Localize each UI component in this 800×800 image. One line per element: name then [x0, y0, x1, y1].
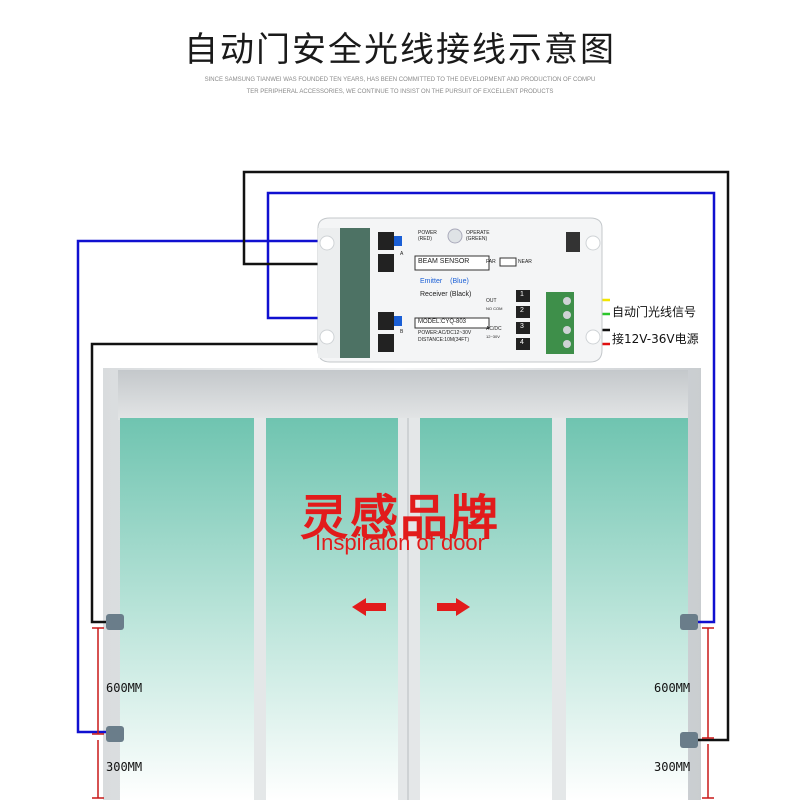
power-led-label: POWER (RED) — [418, 230, 437, 242]
sliding-door — [103, 368, 701, 800]
left-arrow-icon — [352, 598, 386, 616]
operate-color: (GREEN) — [466, 236, 488, 242]
glass-panel-1 — [120, 418, 254, 800]
beam-sensor-controller — [317, 217, 603, 363]
model-label: MODEL:CYQ-803 — [418, 319, 467, 325]
page-title: 自动门安全光线接线示意图 — [184, 30, 616, 70]
brand-chinese: 灵感品牌 — [299, 490, 500, 546]
subtitle-line-2: TER PERIPHERAL ACCESSORIES, WE CONTINUE … — [246, 89, 554, 95]
far-label: FAR — [486, 259, 496, 265]
power-spec: POWER:AC/DC12~30V — [418, 330, 472, 336]
signal-wire-label: 自动门光线信号 — [612, 305, 697, 319]
glass-panel-4 — [566, 418, 688, 800]
marker-b: B — [400, 329, 404, 335]
operate-label: OPERATE — [466, 230, 490, 236]
distance-spec: DISTANCE:10M(34FT) — [418, 337, 470, 343]
terminal-2: 2 — [520, 307, 524, 314]
terminal-1: 1 — [520, 291, 524, 298]
operate-led-label: OPERATE (GREEN) — [466, 230, 490, 242]
right-lower-measure: 300MM — [654, 760, 691, 774]
right-arrow-icon — [437, 598, 470, 616]
emitter-color: (Blue) — [450, 278, 469, 285]
sensor-lens-icon — [106, 614, 698, 748]
brand-english: Inspiraion of door — [315, 530, 485, 555]
no-com-label: NO COM — [486, 306, 503, 311]
dimension-lines — [92, 627, 714, 799]
out-label: OUT — [486, 298, 497, 304]
terminal-4: 4 — [520, 339, 524, 346]
volt-label: 12~30V — [486, 334, 500, 339]
power-wire-label: 接12V-36V电源 — [612, 332, 699, 346]
emitter-text: Emitter — [420, 278, 443, 285]
near-label: NEAR — [518, 259, 532, 265]
beam-sensor-label: BEAM SENSOR — [418, 258, 470, 265]
marker-a: A — [400, 251, 404, 257]
right-upper-measure: 600MM — [654, 681, 691, 695]
left-upper-measure: 600MM — [106, 681, 143, 695]
acdc-label: AC/DC — [486, 326, 502, 332]
emitter-label: Emitter (Blue) — [420, 278, 469, 285]
left-lower-measure: 300MM — [106, 760, 143, 774]
receiver-label: Receiver (Black) — [420, 291, 472, 298]
terminal-3: 3 — [520, 323, 524, 330]
power-color: (RED) — [418, 236, 432, 242]
power-label: POWER — [418, 230, 437, 236]
subtitle-line-1: SINCE SAMSUNG TIANWEI WAS FOUNDED TEN YE… — [204, 77, 596, 83]
